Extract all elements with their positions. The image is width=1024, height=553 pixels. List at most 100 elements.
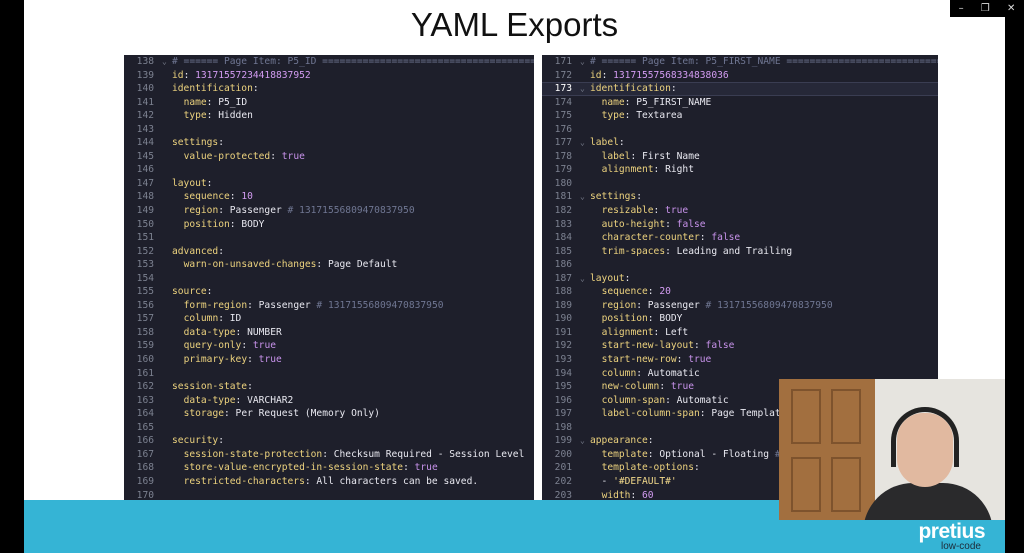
code-line[interactable]: 149 region: Passenger # 1317155680947083… xyxy=(124,204,534,218)
code-token xyxy=(172,205,184,216)
code-text: advanced: xyxy=(172,245,224,259)
fold-chevron-icon[interactable]: ⌄ xyxy=(580,273,585,283)
code-line[interactable]: 194 column: Automatic xyxy=(542,367,938,381)
fold-chevron-icon[interactable]: ⌄ xyxy=(580,138,585,148)
code-line[interactable]: 185 trim-spaces: Leading and Trailing xyxy=(542,245,938,259)
code-token: : P5_ID xyxy=(206,96,248,108)
code-line[interactable]: 173⌄identification: xyxy=(542,82,938,96)
line-number: 189 xyxy=(554,299,572,311)
code-text: data-type: NUMBER xyxy=(172,326,282,340)
code-token: : xyxy=(270,150,282,162)
code-line[interactable]: 183 auto-height: false xyxy=(542,218,938,232)
code-line[interactable]: 164 storage: Per Request (Memory Only) xyxy=(124,407,534,421)
line-number: 152 xyxy=(136,245,154,257)
line-number: 201 xyxy=(554,462,572,474)
code-line[interactable]: 160 primary-key: true xyxy=(124,353,534,367)
restore-icon[interactable]: ❐ xyxy=(980,3,990,14)
code-line[interactable]: 182 resizable: true xyxy=(542,204,938,218)
code-line[interactable]: 179 alignment: Right xyxy=(542,163,938,177)
line-number: 165 xyxy=(136,421,154,433)
code-line[interactable]: 177⌄label: xyxy=(542,136,938,150)
code-line[interactable]: 203 width: 60 xyxy=(542,489,938,503)
code-line[interactable]: 168 store-value-encrypted-in-session-sta… xyxy=(124,461,534,475)
code-token: : VARCHAR2 xyxy=(235,394,294,406)
code-token xyxy=(590,164,602,175)
code-line[interactable]: 145 value-protected: true xyxy=(124,150,534,164)
code-line[interactable]: 163 data-type: VARCHAR2 xyxy=(124,394,534,408)
code-line[interactable]: 180 xyxy=(542,177,938,191)
code-line[interactable]: 202 - '#DEFAULT#' xyxy=(542,475,938,489)
line-number: 160 xyxy=(136,354,154,366)
code-line[interactable]: 175 type: Textarea xyxy=(542,109,938,123)
code-line[interactable]: 181⌄settings: xyxy=(542,190,938,204)
code-line[interactable]: 184 character-counter: false xyxy=(542,231,938,245)
code-line[interactable]: 178 label: First Name xyxy=(542,150,938,164)
code-line[interactable]: 142 type: Hidden xyxy=(124,109,534,123)
code-line[interactable]: 141 name: P5_ID xyxy=(124,96,534,110)
code-token: region xyxy=(183,205,219,217)
code-token: settings xyxy=(590,191,637,203)
code-token: # 13171556809470837950 xyxy=(287,205,415,217)
code-token: : Passenger xyxy=(636,299,706,311)
close-icon[interactable]: ✕ xyxy=(1006,3,1016,14)
code-line[interactable]: 196 column-span: Automatic xyxy=(542,394,938,408)
code-line[interactable]: 192 start-new-layout: false xyxy=(542,339,938,353)
minimize-icon[interactable]: – xyxy=(958,3,964,14)
code-line[interactable]: 171⌄# ====== Page Item: P5_FIRST_NAME ==… xyxy=(542,55,938,69)
code-line[interactable]: 169 restricted-characters: All character… xyxy=(124,475,534,489)
code-token: # ====== Page Item: P5_ID ==============… xyxy=(172,56,534,67)
code-line[interactable]: 191 alignment: Left xyxy=(542,326,938,340)
code-line[interactable]: 156 form-region: Passenger # 13171556809… xyxy=(124,299,534,313)
code-line[interactable]: 187⌄layout: xyxy=(542,272,938,286)
code-line[interactable]: 152 advanced: xyxy=(124,245,534,259)
code-line[interactable]: 159 query-only: true xyxy=(124,339,534,353)
code-line[interactable]: 170 xyxy=(124,489,534,503)
code-line[interactable]: 165 xyxy=(124,421,534,435)
code-line[interactable]: 150 position: BODY xyxy=(124,218,534,232)
code-line[interactable]: 161 xyxy=(124,367,534,381)
code-token: trim-spaces xyxy=(601,245,666,257)
fold-chevron-icon[interactable]: ⌄ xyxy=(580,84,585,94)
code-line[interactable]: 186 xyxy=(542,258,938,272)
code-line[interactable]: 138⌄# ====== Page Item: P5_ID ==========… xyxy=(124,55,534,69)
fold-chevron-icon[interactable]: ⌄ xyxy=(580,436,585,446)
code-token: width xyxy=(601,489,631,501)
code-line[interactable]: 190 position: BODY xyxy=(542,312,938,326)
code-line[interactable]: 174 name: P5_FIRST_NAME xyxy=(542,96,938,110)
code-line[interactable]: 153 warn-on-unsaved-changes: Page Defaul… xyxy=(124,258,534,272)
code-line[interactable]: 188 sequence: 20 xyxy=(542,285,938,299)
code-line[interactable]: 195 new-column: true xyxy=(542,380,938,394)
code-line[interactable]: 189 region: Passenger # 1317155680947083… xyxy=(542,299,938,313)
code-line[interactable]: 143 xyxy=(124,123,534,137)
code-line[interactable]: 199⌄appearance: xyxy=(542,434,938,448)
code-line[interactable]: 198 xyxy=(542,421,938,435)
fold-chevron-icon[interactable]: ⌄ xyxy=(162,57,167,66)
code-line[interactable]: 193 start-new-row: true xyxy=(542,353,938,367)
code-line[interactable]: 201 template-options: xyxy=(542,461,938,475)
code-token: name xyxy=(601,96,625,108)
code-line[interactable]: 176 xyxy=(542,123,938,137)
code-line[interactable]: 146 xyxy=(124,163,534,177)
code-editor-left[interactable]: 138⌄# ====== Page Item: P5_ID ==========… xyxy=(124,55,534,502)
code-line[interactable]: 154 xyxy=(124,272,534,286)
presentation-slide: YAML Exports 138⌄# ====== Page Item: P5_… xyxy=(24,0,1005,553)
code-line[interactable]: 148 sequence: 10 xyxy=(124,190,534,204)
code-token: alignment xyxy=(601,326,654,338)
code-line[interactable]: 157 column: ID xyxy=(124,312,534,326)
fold-chevron-icon[interactable]: ⌄ xyxy=(580,57,585,66)
fold-chevron-icon[interactable]: ⌄ xyxy=(580,192,585,202)
code-line[interactable]: 158 data-type: NUMBER xyxy=(124,326,534,340)
code-text: label: First Name xyxy=(590,150,700,164)
code-line[interactable]: 151 xyxy=(124,231,534,245)
code-token: : xyxy=(252,83,259,95)
code-line[interactable]: 167 session-state-protection: Checksum R… xyxy=(124,448,534,462)
code-text: character-counter: false xyxy=(590,231,741,245)
